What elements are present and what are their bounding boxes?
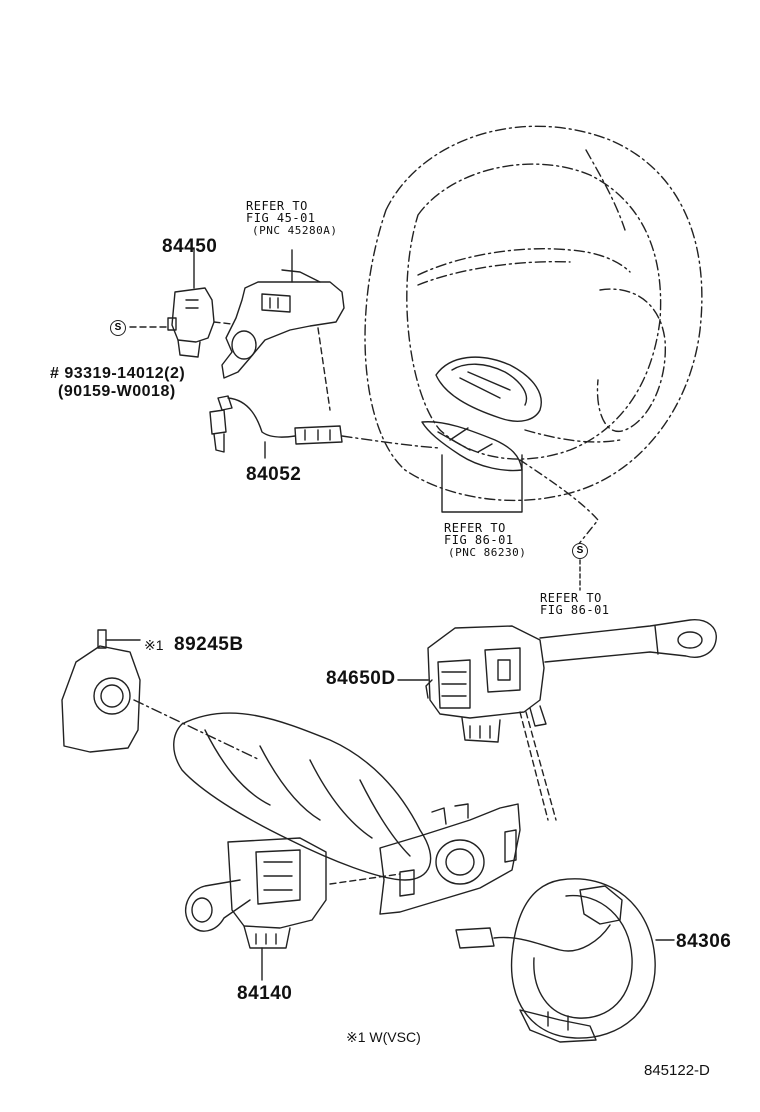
refer-line: REFER TO bbox=[246, 199, 308, 213]
refer-fig: FIG 86-01 bbox=[540, 603, 610, 617]
bolt-alt-part-number: (90159-W0018) bbox=[58, 383, 176, 400]
part-number-84052: 84052 bbox=[246, 464, 302, 485]
spiral-cable-84306 bbox=[455, 878, 675, 1043]
switch-84450 bbox=[129, 247, 233, 358]
steering-column bbox=[133, 699, 432, 881]
part-number-84450: 84450 bbox=[162, 236, 218, 257]
refer-fig: FIG 86-01 bbox=[444, 533, 514, 547]
refer-line: REFER TO bbox=[540, 591, 602, 605]
leader-86-01a bbox=[441, 454, 523, 513]
footnote-vsc: ※1 W(VSC) bbox=[346, 1029, 421, 1045]
s-marker-bolt: S bbox=[110, 320, 126, 336]
part-number-84140: 84140 bbox=[237, 983, 293, 1004]
bolt-part-number: # 93319-14012(2) bbox=[50, 365, 186, 382]
part-number-84306: 84306 bbox=[676, 931, 732, 952]
switch-84140 bbox=[185, 837, 327, 981]
refer-fig-45-01: REFER TO FIG 45-01 (PNC 45280A) bbox=[246, 200, 337, 237]
s-marker-column: S bbox=[572, 543, 588, 559]
leader-86-01b bbox=[519, 459, 599, 546]
refer-fig-86-01-pnc: REFER TO FIG 86-01 (PNC 86230) bbox=[444, 522, 526, 559]
refer-pnc: (PNC 45280A) bbox=[252, 224, 338, 237]
steering-wheel-outline bbox=[364, 125, 703, 502]
switch-84650d bbox=[425, 619, 717, 821]
refer-fig-86-01: REFER TO FIG 86-01 bbox=[540, 592, 610, 616]
figure-id: 845122-D bbox=[644, 1062, 710, 1079]
part-number-89245b: 89245B bbox=[174, 634, 244, 655]
condition-mark: ※1 bbox=[144, 637, 164, 653]
lock-housing bbox=[221, 249, 345, 411]
switch-bracket bbox=[329, 803, 521, 915]
part-number-84650d: 84650D bbox=[326, 668, 396, 689]
refer-fig: FIG 45-01 bbox=[246, 211, 316, 225]
sensor-89245b bbox=[61, 629, 141, 753]
harness-84052 bbox=[209, 395, 441, 459]
refer-line: REFER TO bbox=[444, 521, 506, 535]
refer-pnc: (PNC 86230) bbox=[448, 546, 527, 559]
